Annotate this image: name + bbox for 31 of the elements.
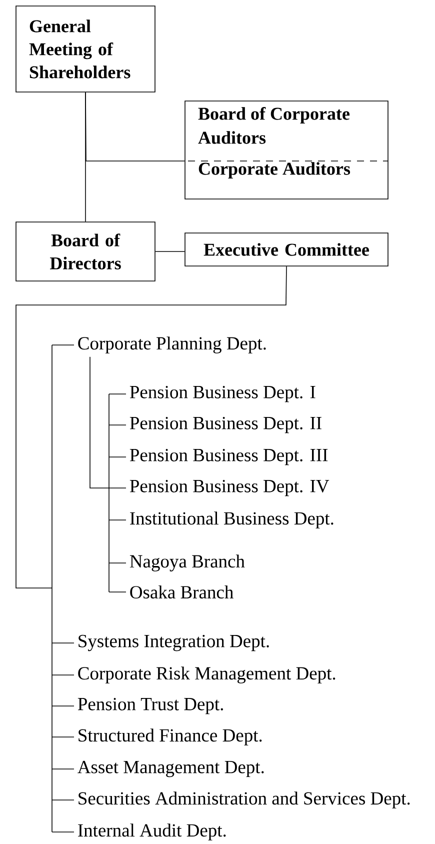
org-box: Executive Committee [184,232,388,266]
connector-line [85,92,185,162]
department-label: Structured Finance Dept. [78,728,262,746]
department-label: Asset Management Dept. [78,760,264,778]
connector-line [108,456,126,458]
org-box: Board of Directors [16,222,156,282]
connector-line [52,736,74,738]
department-label: Pension Business Dept. II [130,416,322,434]
org-box: General Meeting of Shareholders [16,6,156,92]
connector-line [108,424,126,426]
department-label: Osaka Branch [130,586,234,599]
department-label: Institutional Business Dept. [130,512,334,528]
department-label: Pension Trust Dept. [78,698,223,714]
connector-line [90,356,110,592]
department-label: Corporate Planning Dept. [78,336,266,354]
department-label: Systems Integration Dept. [78,634,269,652]
connector-line [52,674,74,676]
connector-line [155,251,185,252]
connector-line [108,562,126,564]
org-box: Board of Corporate Auditors Corporate Auditors [184,100,388,200]
department-label: Securities Administration and Services Dept. [78,792,410,808]
department-label: Pension Business Dept. I [130,386,316,402]
department-label: Pension Business Dept. III [130,448,328,466]
connector-line [52,344,74,346]
connector-line [52,642,74,644]
department-label: Corporate Risk Management Dept. [78,666,336,684]
connector-line [16,266,287,832]
department-label: Nagoya Branch [130,554,245,572]
department-label: Internal Audit Dept. [78,824,226,840]
department-label: Pension Business Dept. IV [130,480,330,496]
connector-line [52,768,74,770]
